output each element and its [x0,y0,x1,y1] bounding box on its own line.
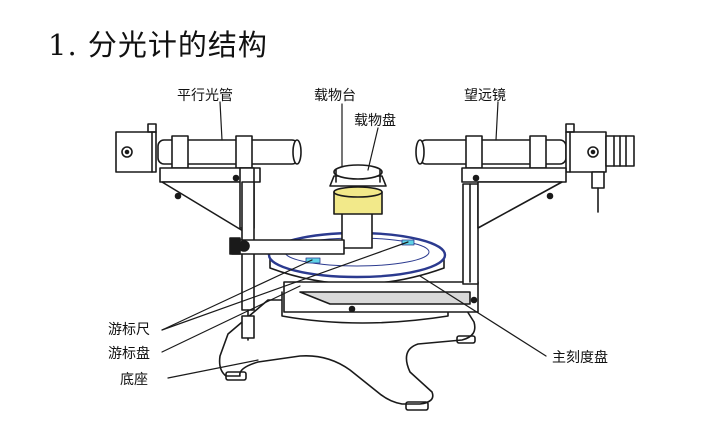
stage-column [341,211,373,249]
leader-vernier-disk [161,285,301,353]
label-collimator: 平行光管 [177,88,233,104]
collimator-support [161,181,249,235]
telescope-support [477,181,563,229]
leader-vernier-a [161,259,313,331]
leader-vernier-b [161,241,409,331]
label-stage: 载物台 [314,88,356,104]
base-foot-right [405,401,429,411]
page-title: 1. 分光计的结构 [48,28,268,62]
telescope-eyepiece [565,131,607,173]
leader-stage-plate [367,127,379,171]
label-telescope: 望远镜 [464,88,506,104]
label-vernier: 游标尺 [108,322,150,338]
leader-telescope [495,101,499,141]
collimator-slit-screw [121,146,133,158]
label-base: 底座 [120,372,148,388]
leader-main-scale [419,275,547,357]
stage-top [333,164,383,180]
label-stage-plate: 载物盘 [354,112,396,129]
base-foot-back [456,335,476,344]
vernier-marker-left [305,257,321,264]
base-shape [218,299,476,405]
label-main-scale: 主刻度盘 [552,349,608,366]
leader-collimator [219,101,223,141]
leader-base [167,359,259,379]
label-vernier-disk: 游标盘 [108,345,150,362]
base-foot-left [225,371,247,381]
